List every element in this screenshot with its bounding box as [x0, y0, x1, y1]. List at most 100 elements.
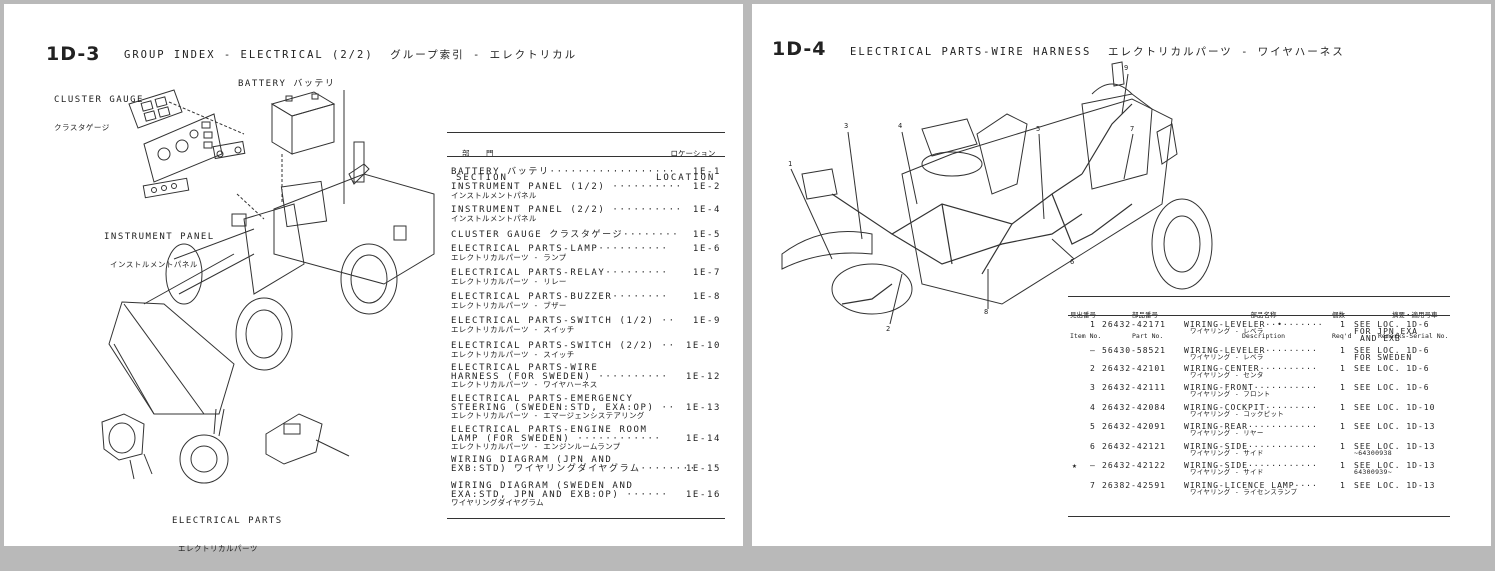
label-text: CLUSTER GAUGE — [54, 95, 144, 105]
index-line1: WIRING DIAGRAM (SWEDEN AND — [451, 481, 634, 491]
parts-header-rule — [1068, 315, 1450, 316]
index-row: ELECTRICAL PARTS-BUZZER········エレクトリカルパー… — [451, 293, 721, 310]
parts-bottom-rule — [1068, 516, 1450, 517]
section-jp: 部 門 — [462, 149, 500, 158]
label-electrical-parts: ELECTRICAL PARTS エレクトリカルパーツ — [172, 499, 283, 571]
parts-desc-jp: ワイヤリング - フロント — [1190, 390, 1271, 398]
callout-number: 9 — [1124, 64, 1129, 72]
callout-number: 3 — [844, 122, 849, 130]
index-row: INSTRUMENT PANEL (2/2) ··········インストルメン… — [451, 206, 721, 223]
callout-number: 8 — [984, 308, 989, 316]
index-line2: EXB:STD) ワイヤリングダイヤグラム········ — [451, 463, 697, 474]
callout-number: 4 — [898, 122, 903, 130]
index-top-rule — [447, 132, 725, 133]
index-header-rule — [447, 156, 725, 157]
index-line3: エレクトリカルパーツ - エンジンルームランプ — [451, 442, 621, 451]
callout-number: 7 — [1130, 125, 1135, 133]
parts-item: 4 — [1090, 403, 1096, 412]
index-line1: ELECTRICAL PARTS-SWITCH (2/2) ·· — [451, 341, 676, 351]
index-row: ELECTRICAL PARTS-SWITCH (1/2) ··エレクトリカルパ… — [451, 317, 721, 334]
index-location: 1E-1 — [692, 167, 721, 177]
parts-part: 26382-42591 — [1102, 481, 1166, 490]
index-header-section: 部 門 SECTION — [456, 134, 508, 198]
parts-item: 2 — [1090, 364, 1096, 373]
index-line2: EXA:STD, JPN AND EXB:OP) ······ — [451, 489, 669, 500]
header-desc-en: Description — [1242, 332, 1286, 340]
parts-remarks3: AND EXB — [1360, 334, 1401, 343]
wire-harness-illustration — [752, 4, 1491, 304]
parts-qty: 1 — [1340, 346, 1346, 355]
index-line1: ELECTRICAL PARTS-EMERGENCY — [451, 394, 634, 404]
parts-remarks2: FOR JPN,EXA — [1354, 327, 1418, 336]
parts-remarks1: SEE LOC. 1D-6 — [1354, 383, 1430, 392]
parts-part: 26432-42122 — [1102, 461, 1166, 470]
parts-remarks1: SEE LOC. 1D-13 — [1354, 481, 1436, 490]
parts-remarks1: SEE LOC. 1D-6 — [1354, 364, 1430, 373]
parts-item: 7 — [1090, 481, 1096, 490]
parts-desc: WIRING-LEVELER··•······· — [1184, 320, 1324, 329]
index-line3: エレクトリカルパーツ - エマージェンシステアリング — [451, 411, 645, 420]
cluster-gauge-drawing — [129, 90, 245, 198]
parts-remarks2: 64300939~ — [1354, 468, 1392, 476]
parts-desc-jp: ワイヤリング - ライセンスランプ — [1190, 488, 1298, 496]
label-text: INSTRUMENT PANEL — [104, 232, 215, 242]
page-title: GROUP INDEX - ELECTRICAL (2/2) グループ索引 - … — [124, 49, 578, 61]
parts-desc-jp: ワイヤリング - リヤー — [1190, 429, 1264, 437]
parts-remarks2: FOR SWEDEN — [1354, 353, 1413, 362]
index-line2: エレクトリカルパーツ - スイッチ — [451, 349, 575, 359]
index-bottom-rule — [447, 518, 725, 519]
index-line1: BATTERY バッテリ·················· — [451, 167, 676, 177]
wheel-loader-drawing — [109, 142, 434, 414]
location-jp: ロケーション — [670, 149, 716, 158]
parts-part: 26432-42101 — [1102, 364, 1166, 373]
index-line3: ワイヤリングダイヤグラム — [451, 498, 544, 507]
parts-remarks1: SEE LOC. 1D-6 — [1354, 320, 1430, 329]
index-location: 1E-14 — [685, 433, 721, 444]
parts-qty: 1 — [1340, 383, 1346, 392]
electrical-parts-drawing — [102, 409, 349, 483]
parts-part: 26432-42121 — [1102, 442, 1166, 451]
parts-remarks1: SEE LOC. 1D-6 — [1354, 346, 1430, 355]
index-location: 1E-10 — [685, 341, 721, 351]
label-jp: インストルメントパネル — [110, 260, 198, 269]
parts-item: — — [1090, 346, 1096, 355]
parts-remarks1: SEE LOC. 1D-13 — [1354, 461, 1436, 470]
index-location: 1E-4 — [692, 205, 721, 215]
index-line1: CLUSTER GAUGE クラスタゲージ········ — [451, 230, 680, 240]
callout-number: 5 — [1036, 125, 1041, 133]
parts-top-rule — [1068, 296, 1450, 297]
parts-desc: WIRING-SIDE············ — [1184, 461, 1318, 470]
index-row: INSTRUMENT PANEL (1/2) ··········インストルメン… — [451, 183, 721, 200]
parts-desc: WIRING-CENTER·········· — [1184, 364, 1318, 373]
parts-item: 6 — [1090, 442, 1096, 451]
header-remarks-en: Remarks-Serial No. — [1378, 332, 1449, 340]
index-line2: LAMP (FOR SWEDEN) ············ — [451, 433, 662, 444]
label-cluster-gauge: CLUSTER GAUGE クラスタゲージ — [54, 78, 144, 150]
index-row: ELECTRICAL PARTS-SWITCH (2/2) ··エレクトリカルパ… — [451, 342, 721, 359]
index-line1: WIRING DIAGRAM (JPN AND — [451, 455, 613, 465]
label-battery: BATTERY バッテリ — [238, 79, 336, 89]
index-line1: ELECTRICAL PARTS-BUZZER········ — [451, 292, 669, 302]
index-location: 1E-9 — [692, 316, 721, 326]
index-location: 1E-7 — [692, 268, 721, 278]
index-line2: エレクトリカルパーツ - ランプ — [451, 252, 567, 262]
index-line1: INSTRUMENT PANEL (1/2) ·········· — [451, 182, 683, 192]
parts-desc: WIRING-COCKPIT········· — [1184, 403, 1318, 412]
parts-qty: 1 — [1340, 364, 1346, 373]
label-text: ELECTRICAL PARTS — [172, 516, 283, 526]
index-location: 1E-8 — [692, 292, 721, 302]
parts-desc: WIRING-LICENCE LAMP···· — [1184, 481, 1318, 490]
parts-desc-jp: ワイヤリング - サイド — [1190, 468, 1264, 476]
index-line2: エレクトリカルパーツ - リレー — [451, 276, 567, 286]
parts-item: 3 — [1090, 383, 1096, 392]
index-header-location: ロケーション LOCATION — [656, 134, 715, 198]
callout-number: 6 — [1070, 258, 1075, 266]
parts-desc-jp: ワイヤリング - センタ — [1190, 371, 1264, 379]
parts-qty: 1 — [1340, 320, 1346, 329]
parts-part: 26432-42091 — [1102, 422, 1166, 431]
parts-qty: 1 — [1340, 422, 1346, 431]
index-location: 1E-15 — [685, 463, 721, 474]
